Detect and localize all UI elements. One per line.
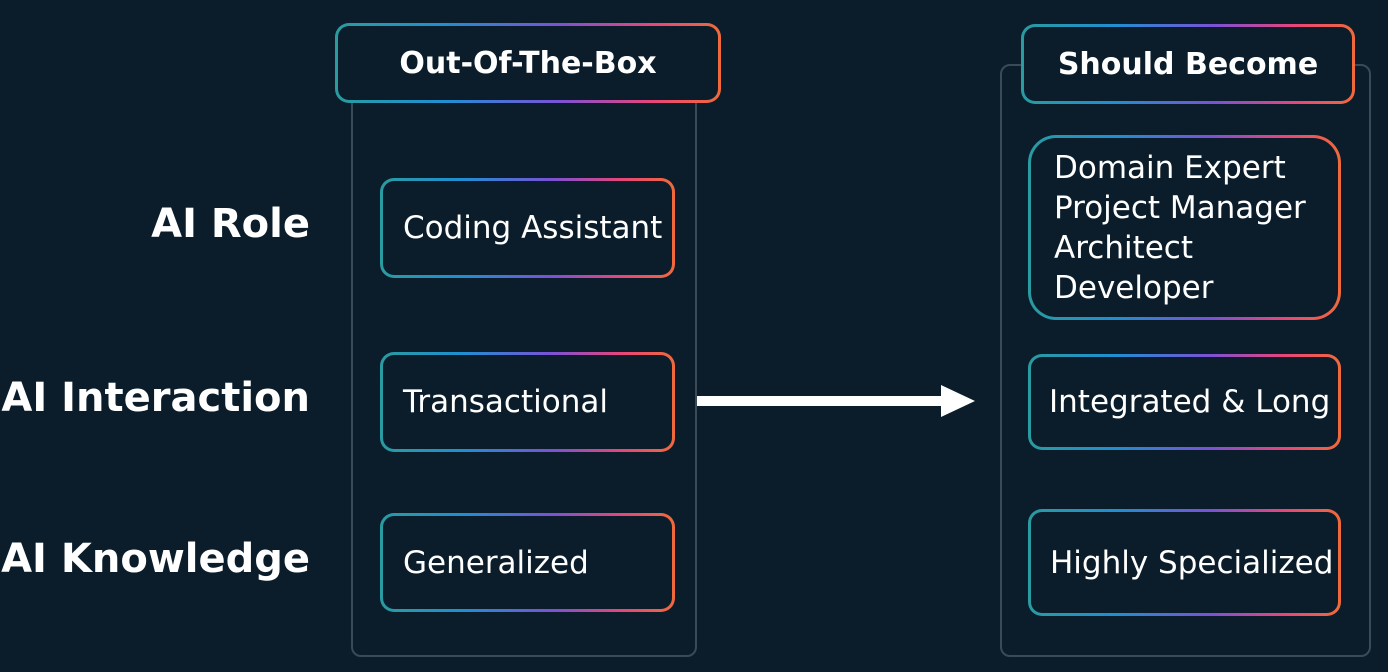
current-knowledge-cell: Generalized <box>380 513 675 612</box>
target-role-line: Domain Expert <box>1054 149 1286 186</box>
target-interaction-cell: Integrated & Long <box>1028 354 1341 450</box>
row-label-role: AI Role <box>151 201 310 247</box>
target-role-line: Developer <box>1054 269 1214 306</box>
target-column-header: Should Become <box>1021 24 1355 104</box>
row-label-knowledge: AI Knowledge <box>1 536 310 582</box>
current-role-cell: Coding Assistant <box>380 178 675 278</box>
target-interaction-text: Integrated & Long <box>1049 384 1331 420</box>
current-column-header: Out-Of-The-Box <box>335 23 721 103</box>
current-column-title: Out-Of-The-Box <box>399 45 657 81</box>
transition-arrow-shaft <box>697 396 943 406</box>
target-role-line: Architect <box>1054 229 1194 266</box>
current-knowledge-text: Generalized <box>403 544 589 581</box>
target-knowledge-text: Highly Specialized <box>1050 544 1334 581</box>
current-role-text: Coding Assistant <box>403 210 663 246</box>
transition-arrow-head <box>941 385 975 417</box>
target-role-line: Project Manager <box>1054 189 1306 226</box>
target-column-title: Should Become <box>1057 46 1319 82</box>
current-interaction-cell: Transactional <box>380 352 675 452</box>
current-interaction-text: Transactional <box>403 384 608 420</box>
target-role-cell: Domain Expert Project Manager Architect … <box>1028 135 1341 320</box>
row-label-interaction: AI Interaction <box>1 375 310 421</box>
target-knowledge-cell: Highly Specialized <box>1028 509 1341 616</box>
